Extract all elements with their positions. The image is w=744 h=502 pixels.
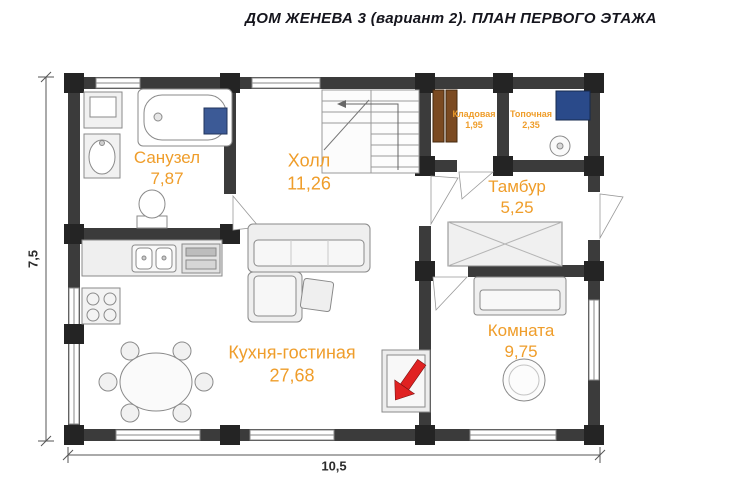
entrance-arrow-icon — [394, 359, 427, 401]
window — [68, 339, 80, 425]
dining-table-icon — [119, 352, 193, 412]
dimension-height-label: 7,5 — [25, 249, 41, 269]
room-label-kuhnya-gostinaya: Кухня-гостиная 27,68 — [228, 342, 355, 387]
dimension-line-bottom — [62, 447, 606, 463]
chair-icon — [172, 403, 192, 423]
door-swing — [458, 171, 495, 200]
window — [249, 429, 335, 441]
storage-doors-icon — [432, 89, 458, 143]
room-area: 5,25 — [500, 198, 534, 217]
window — [115, 429, 201, 441]
room-label-kladovaya: Кладовая 1,95 — [452, 109, 495, 131]
window — [95, 77, 141, 89]
page-title: ДОМ ЖЕНЕВА 3 (вариант 2). ПЛАН ПЕРВОГО Э… — [245, 10, 657, 27]
room-label-sanuzel: Санузел 7,87 — [134, 147, 200, 190]
entrance-door-swing — [599, 193, 624, 240]
room-label-topochnaya: Топочная 2,35 — [510, 109, 552, 131]
door-swing — [232, 194, 260, 231]
round-table-icon — [502, 358, 546, 402]
room-name: Санузел — [133, 147, 201, 167]
room-name: Кладовая — [452, 109, 496, 120]
dining-set-icon — [98, 341, 214, 423]
doors — [232, 171, 624, 311]
stairs-icon — [321, 89, 420, 174]
kitchen-sink-icon — [131, 244, 177, 273]
washbasin-cabinet-icon — [83, 91, 123, 129]
door-swing — [430, 175, 459, 226]
chair-icon — [120, 403, 140, 423]
room-area: 2,35 — [522, 120, 540, 130]
boiler-icon — [555, 90, 591, 121]
toilet-icon — [136, 189, 168, 229]
window — [469, 429, 557, 441]
window — [588, 299, 600, 381]
kitchen-counter-icon — [81, 239, 223, 277]
sink-icon — [83, 133, 121, 179]
sofa-icon — [247, 223, 371, 323]
room-label-komnata: Комната 9,75 — [488, 320, 555, 363]
hob-icon — [81, 287, 121, 325]
dimension-line-left — [38, 71, 54, 447]
room-area: 7,87 — [150, 169, 184, 188]
chair-icon — [120, 341, 140, 361]
shower-panel-icon — [203, 107, 228, 135]
room-area: 11,26 — [287, 173, 331, 193]
door-swing — [432, 276, 468, 311]
room-name: Комната — [487, 320, 555, 340]
ottoman-icon — [299, 277, 335, 313]
room-label-holl: Холл 11,26 — [287, 150, 331, 195]
water-heater-icon — [549, 135, 571, 157]
room-area: 9,75 — [504, 342, 538, 361]
room-area: 27,68 — [269, 365, 315, 385]
room-area: 1,95 — [465, 120, 483, 130]
bed-sofa-icon — [473, 276, 567, 316]
room-name: Топочная — [509, 109, 553, 120]
room-name: Кухня-гостиная — [228, 342, 356, 363]
windows — [68, 77, 600, 441]
oven-icon — [181, 243, 221, 274]
wall-joints — [64, 73, 604, 445]
room-name: Тамбур — [488, 176, 546, 196]
window — [68, 287, 80, 329]
chair-icon — [194, 372, 214, 392]
wardrobe-icon — [447, 221, 563, 267]
dimension-width-label: 10,5 — [321, 458, 347, 474]
room-label-tambur: Тамбур 5,25 — [488, 176, 546, 219]
room-name: Холл — [287, 150, 331, 171]
chair-icon — [172, 341, 192, 361]
window — [251, 77, 321, 89]
chair-icon — [98, 372, 118, 392]
